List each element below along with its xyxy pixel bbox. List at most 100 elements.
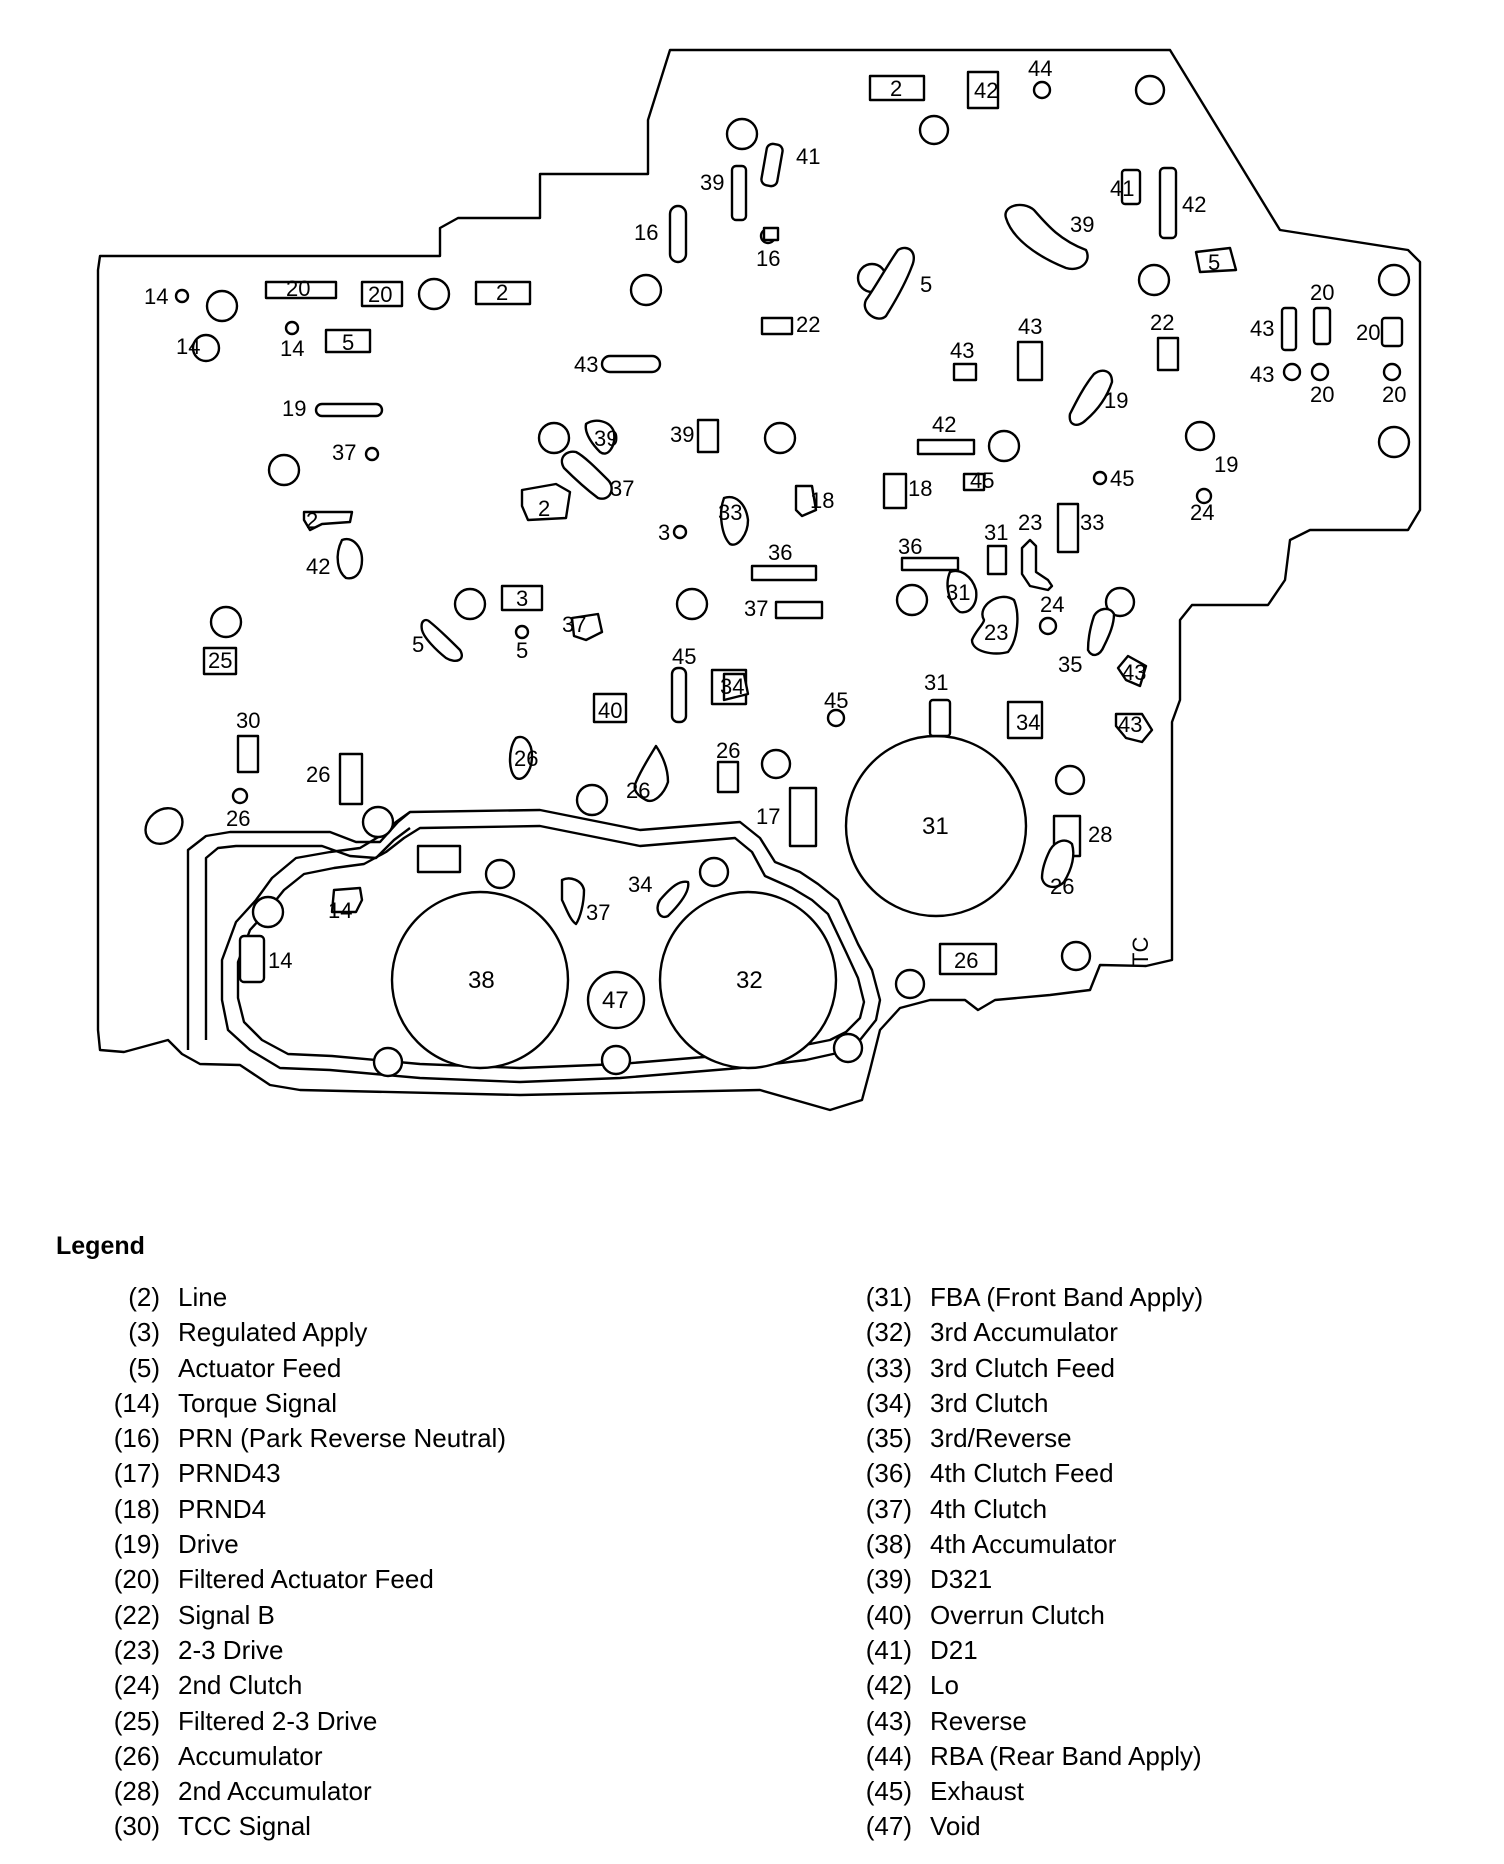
legend-item: (17)PRND43 <box>98 1456 281 1491</box>
legend-label: 3rd Accumulator <box>930 1317 1118 1348</box>
port-label-5: 5 <box>516 638 528 663</box>
port-label-47: 47 <box>602 987 629 1014</box>
port-label-20: 20 <box>368 282 392 307</box>
port-label-45: 45 <box>970 468 994 493</box>
port-label-37: 37 <box>744 596 768 621</box>
port-label-34: 34 <box>720 674 744 699</box>
port-label-31: 31 <box>946 580 970 605</box>
port-label-16: 16 <box>756 246 780 271</box>
plate-outline <box>96 48 1422 1112</box>
legend-code: (28) <box>113 1776 160 1807</box>
port-label-17: 17 <box>756 804 780 829</box>
legend-label: 3rd/Reverse <box>930 1423 1072 1454</box>
port-label-2: 2 <box>496 280 508 305</box>
legend-code: (34) <box>865 1387 912 1418</box>
port-label-26: 26 <box>514 746 538 771</box>
legend-code: (24) <box>113 1670 160 1701</box>
legend-title: Legend <box>56 1232 145 1260</box>
legend-label: 2nd Clutch <box>178 1670 303 1701</box>
legend-code: (18) <box>113 1493 160 1524</box>
legend-label: Line <box>178 1282 228 1312</box>
port-label-19: 19 <box>1104 388 1128 413</box>
legend-label: PRND4 <box>178 1493 267 1524</box>
legend-code: (14) <box>113 1387 160 1418</box>
port-label-20: 20 <box>286 276 310 301</box>
legend-item: (25)Filtered 2-3 Drive <box>98 1704 378 1739</box>
port-label-20: 20 <box>1310 382 1334 407</box>
port-label-37: 37 <box>332 440 356 465</box>
port-label-39: 39 <box>594 426 618 451</box>
legend-item: (23)2-3 Drive <box>98 1633 284 1668</box>
legend-label: PRND43 <box>178 1458 281 1489</box>
void-47-bore <box>586 970 646 1030</box>
port-label-31: 31 <box>924 670 948 695</box>
port-label-3: 3 <box>516 586 528 611</box>
port-label-37: 37 <box>610 476 634 501</box>
port-label-20: 20 <box>1310 280 1334 305</box>
port-label-43: 43 <box>1250 316 1274 341</box>
legend-item: (41)D21 <box>850 1633 978 1668</box>
port-label-44: 44 <box>1028 56 1052 81</box>
port-label-40: 40 <box>598 698 622 723</box>
port-labels: 14 14 14 14 14 20 20 20 20 20 20 2 2 2 2… <box>144 56 1406 1014</box>
legend-code: (39) <box>865 1564 912 1595</box>
legend-code: (30) <box>113 1811 160 1842</box>
legend-item: (14)Torque Signal <box>98 1386 337 1421</box>
port-label-22: 22 <box>796 312 820 337</box>
legend-label: Filtered 2-3 Drive <box>178 1705 378 1736</box>
port-label-45: 45 <box>1110 466 1134 491</box>
legend-item: (20) Filtered Actuator Feed <box>98 1562 434 1597</box>
port-label-14: 14 <box>268 948 292 973</box>
legend-code: (20) <box>113 1564 160 1595</box>
port-label-23: 23 <box>984 620 1008 645</box>
gasket-left-lip-inner <box>204 827 411 1040</box>
legend-code: (41) <box>865 1634 912 1665</box>
tc-marking: TC <box>1128 937 1153 966</box>
legend-label: Lo <box>930 1670 959 1701</box>
port-label-43: 43 <box>1250 362 1274 387</box>
legend-code: (36) <box>865 1458 912 1489</box>
legend-item: (34)3rd Clutch <box>850 1386 1049 1421</box>
port-label-42: 42 <box>1182 192 1206 217</box>
port-label-26: 26 <box>306 762 330 787</box>
port-label-26: 26 <box>716 738 740 763</box>
legend-code: (22) <box>113 1599 160 1630</box>
port-label-2: 2 <box>306 508 318 533</box>
port-label-26: 26 <box>226 806 250 831</box>
legend-code: (43) <box>865 1705 912 1736</box>
legend-code: (32) <box>865 1317 912 1348</box>
port-label-24: 24 <box>1040 592 1064 617</box>
legend-item: (47)Void <box>850 1809 981 1844</box>
port-label-18: 18 <box>810 488 834 513</box>
port-label-38: 38 <box>468 967 495 994</box>
legend-item: (33)3rd Clutch Feed <box>850 1351 1115 1386</box>
accumulator-32-bore <box>658 890 838 1070</box>
port-label-36: 36 <box>898 534 922 559</box>
legend-code: (31) <box>865 1282 912 1312</box>
legend-label: Actuator Feed <box>178 1352 342 1383</box>
legend-item: (45)Exhaust <box>850 1774 1024 1809</box>
port-label-5: 5 <box>412 632 424 657</box>
port-label-43: 43 <box>1122 660 1146 685</box>
port-label-26: 26 <box>626 778 650 803</box>
legend-item: (18) PRND4 <box>98 1492 266 1527</box>
port-label-31: 31 <box>984 520 1008 545</box>
irregular-ports <box>302 203 1238 926</box>
legend-code: (42) <box>865 1670 912 1701</box>
port-label-43: 43 <box>574 352 598 377</box>
port-label-23: 23 <box>1018 510 1042 535</box>
port-label-19: 19 <box>1214 452 1238 477</box>
port-label-14: 14 <box>144 284 168 309</box>
port-label-37: 37 <box>586 900 610 925</box>
legend-code: (33) <box>865 1352 912 1383</box>
legend-label: 4th Clutch Feed <box>930 1458 1114 1489</box>
port-label-36: 36 <box>768 540 792 565</box>
port-label-41: 41 <box>796 144 820 169</box>
gasket-outline <box>220 808 882 1084</box>
legend-code: (45) <box>865 1776 912 1807</box>
bolt-holes <box>205 74 1411 1078</box>
legend-label: Filtered Actuator Feed <box>178 1564 434 1595</box>
legend-column-left: (2)Line(3)Regulated Apply(5)Actuator Fee… <box>98 1280 506 1845</box>
port-label-19: 19 <box>282 396 306 421</box>
port-label-32: 32 <box>736 967 763 994</box>
